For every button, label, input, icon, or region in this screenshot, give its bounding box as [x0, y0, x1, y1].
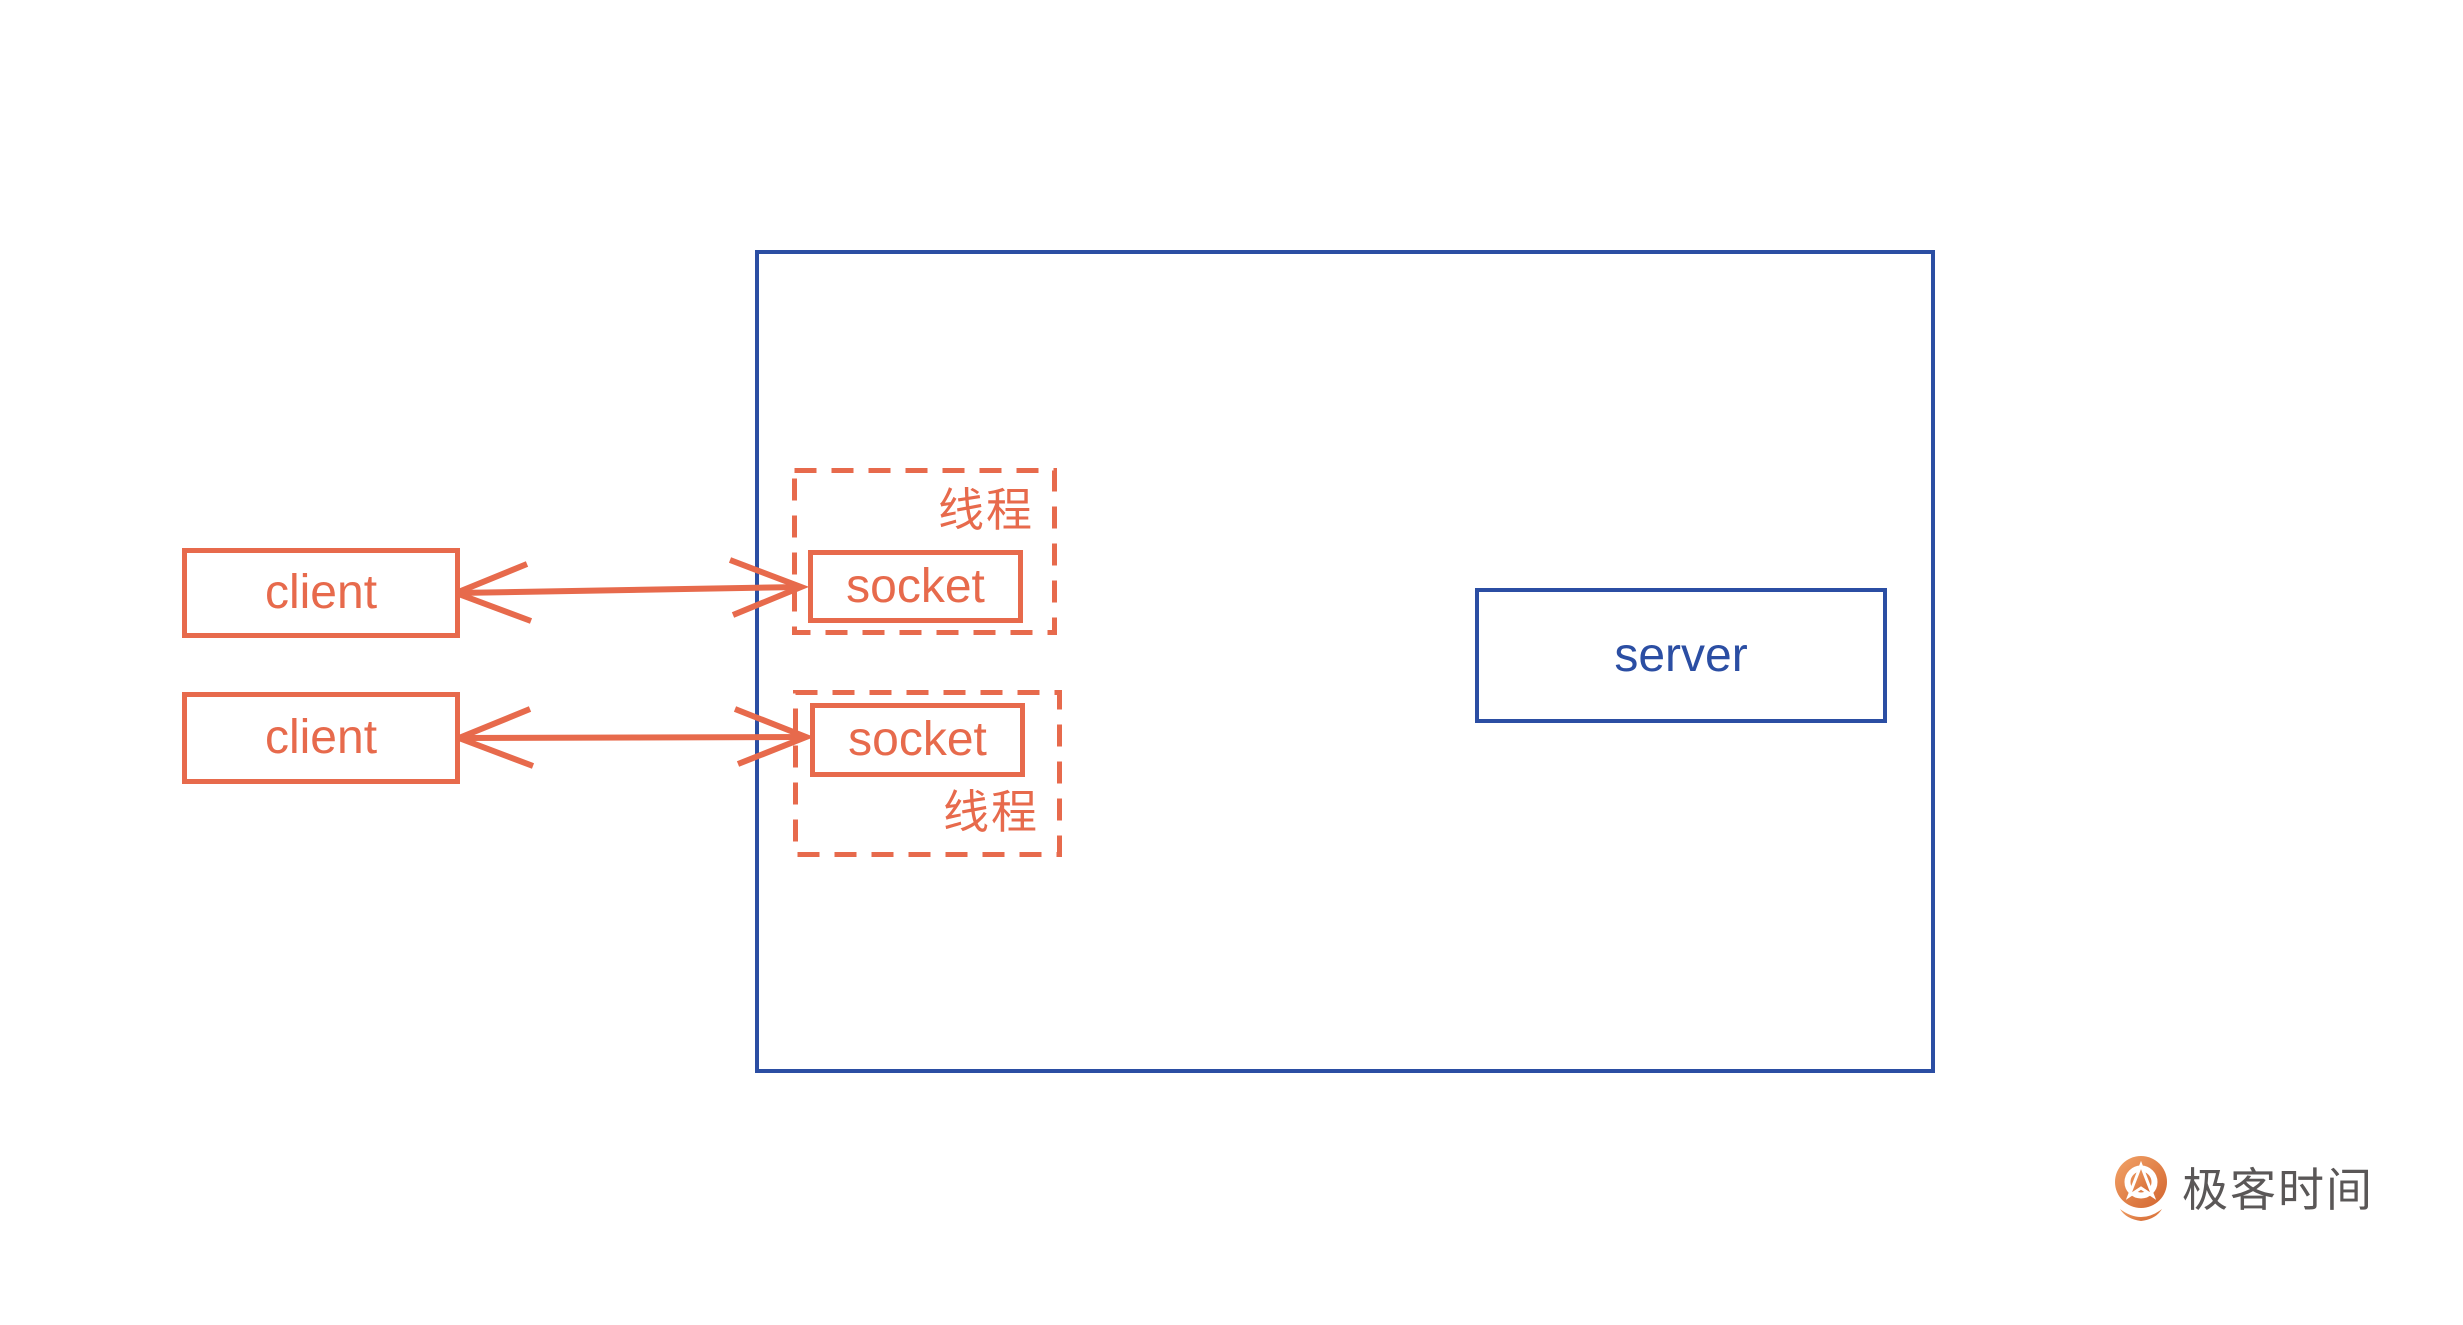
client-box-2: client [182, 692, 460, 784]
socket-box-1: socket [808, 550, 1023, 623]
server-box: server [1475, 588, 1887, 723]
client-2-label: client [264, 711, 378, 764]
brand-logo-text: 极客时间 [2182, 1164, 2374, 1216]
thread-2-label: 线程 [943, 786, 1039, 838]
client-box-1: client [182, 548, 460, 638]
socket-2-label: socket [848, 713, 987, 766]
geektime-logo-icon [2115, 1156, 2167, 1221]
socket-1-label: socket [846, 559, 985, 613]
arrow-client2-socket2 [450, 706, 815, 769]
server-label: server [1614, 628, 1748, 682]
brand-logo: 极客时间 [2112, 1154, 2374, 1226]
socket-box-2: socket [810, 703, 1025, 777]
arrow-client1-socket1 [447, 557, 810, 624]
client-1-label: client [264, 566, 378, 619]
thread-1-label: 线程 [938, 484, 1034, 536]
server-container-box [755, 250, 1935, 1073]
